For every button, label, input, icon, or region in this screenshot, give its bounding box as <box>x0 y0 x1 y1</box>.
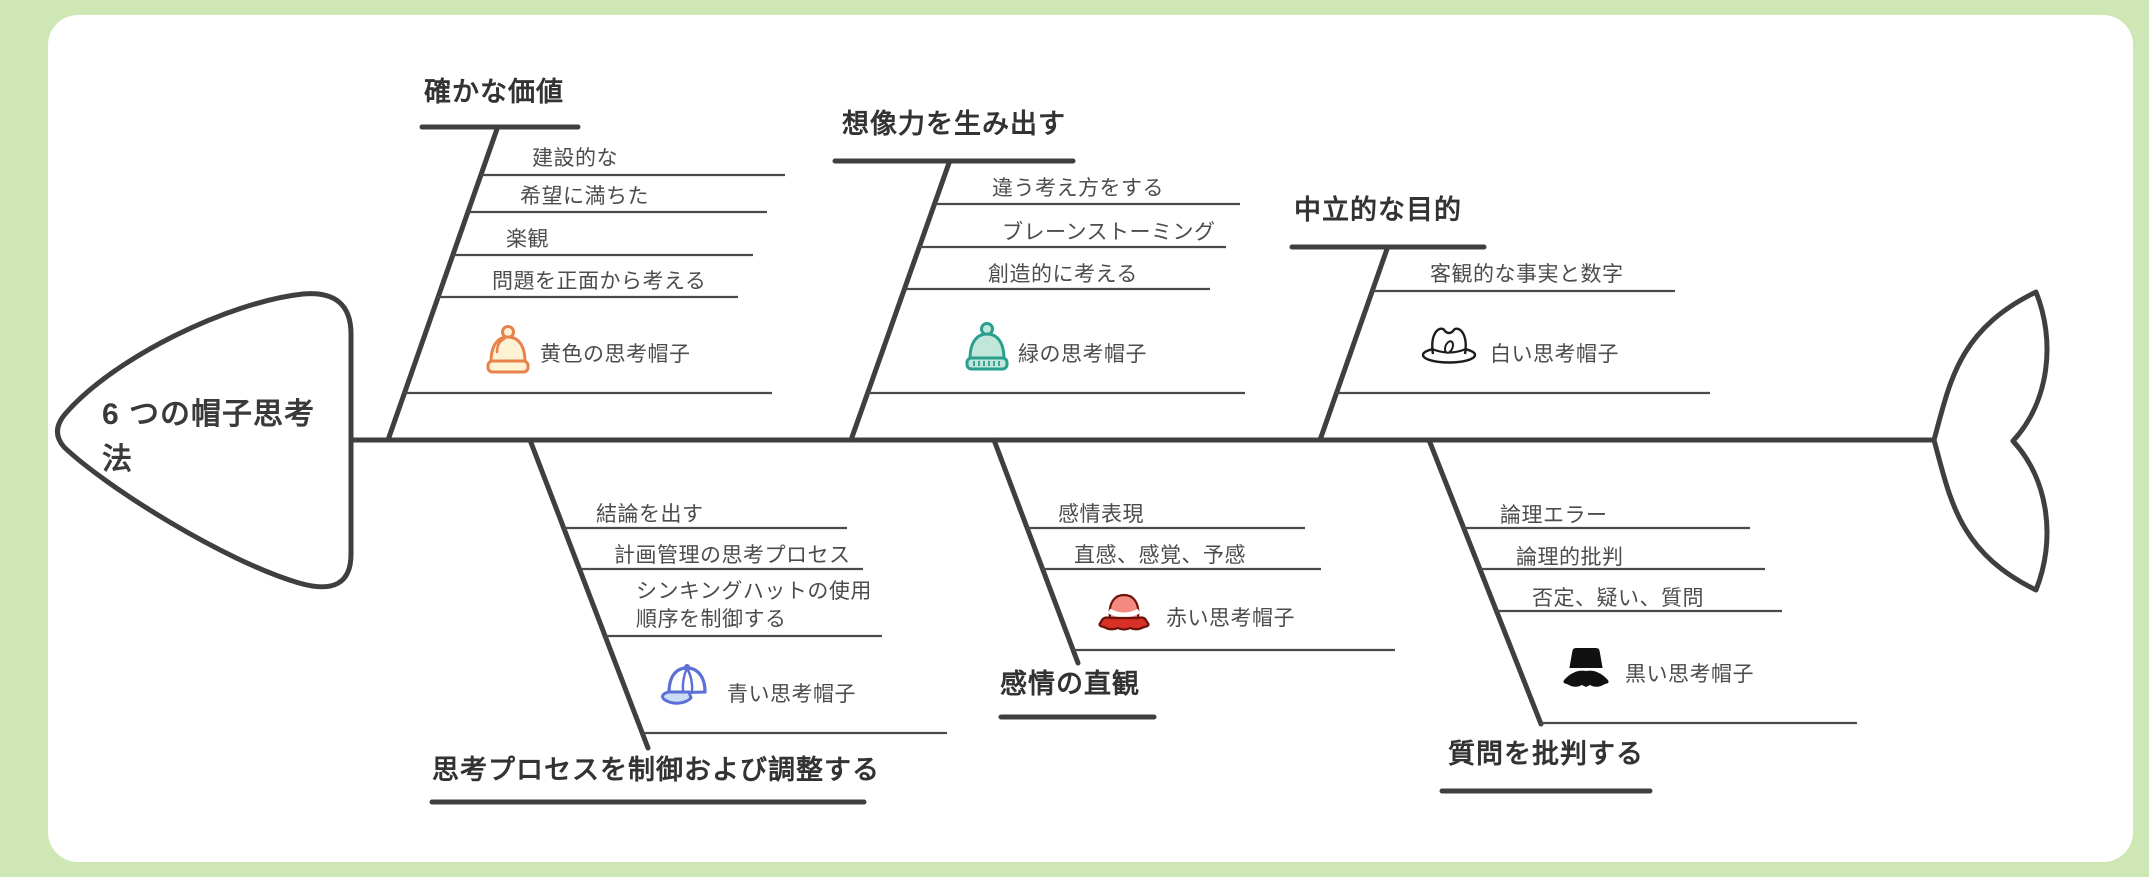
branch-item[interactable]: 創造的に考える <box>988 263 1138 286</box>
branch-item[interactable]: 客観的な事実と数字 <box>1430 263 1624 286</box>
branch-white-bone <box>1317 246 1390 443</box>
yellow-knit-hat-icon[interactable] <box>484 324 532 383</box>
branch-red-header[interactable]: 感情の直観 <box>1000 669 1140 699</box>
branch-green-hat-label[interactable]: 緑の思考帽子 <box>1018 343 1147 366</box>
branch-item[interactable]: 否定、疑い、質問 <box>1532 587 1704 610</box>
branch-yellow-hat-label[interactable]: 黄色の思考帽子 <box>540 343 691 366</box>
red-sun-hat-icon[interactable] <box>1092 590 1156 643</box>
branch-blue-bone <box>527 437 651 751</box>
branch-black-header[interactable]: 質問を批判する <box>1448 739 1644 769</box>
branch-green-bone <box>848 160 952 443</box>
branch-item[interactable]: 感情表現 <box>1058 503 1144 526</box>
branch-item[interactable]: 問題を正面から考える <box>492 270 707 293</box>
branch-white-header[interactable]: 中立的な目的 <box>1294 195 1462 225</box>
branch-item[interactable]: 建設的な <box>532 147 618 170</box>
branch-blue-hat-label[interactable]: 青い思考帽子 <box>727 683 856 706</box>
branch-item[interactable]: 論理エラー <box>1500 504 1608 527</box>
blue-cap-hat-icon[interactable] <box>658 660 714 715</box>
white-fedora-hat-icon[interactable] <box>1420 322 1478 371</box>
green-knit-hat-icon[interactable] <box>963 321 1011 380</box>
branch-item[interactable]: 楽観 <box>506 228 549 251</box>
branch-item[interactable]: 希望に満ちた <box>520 185 649 208</box>
branch-white-hat-label[interactable]: 白い思考帽子 <box>1490 343 1619 366</box>
branch-black-hat-label[interactable]: 黒い思考帽子 <box>1625 663 1754 686</box>
branch-black-bone <box>1426 437 1544 727</box>
branch-yellow-bone <box>385 126 500 443</box>
branch-red-hat-label[interactable]: 赤い思考帽子 <box>1166 607 1295 630</box>
branch-item[interactable]: 直感、感覚、予感 <box>1074 544 1246 567</box>
branch-item[interactable]: 論理的批判 <box>1516 546 1624 569</box>
black-bucket-hat-icon[interactable] <box>1556 644 1616 699</box>
branch-yellow-header[interactable]: 確かな価値 <box>424 77 564 107</box>
branch-item[interactable]: シンキングハットの使用順序を制御する <box>636 580 872 632</box>
branch-item[interactable]: ブレーンストーミング <box>1002 221 1216 244</box>
branch-item[interactable]: 違う考え方をする <box>992 177 1164 200</box>
branch-item[interactable]: 計画管理の思考プロセス <box>614 544 851 567</box>
fish-head-outline[interactable] <box>55 291 354 590</box>
branch-blue-header[interactable]: 思考プロセスを制御および調整する <box>432 755 880 785</box>
central-topic[interactable]: 6 つの帽子思考法 <box>102 398 316 476</box>
fish-tail-outline[interactable] <box>1931 289 2050 593</box>
branch-green-header[interactable]: 想像力を生み出す <box>842 109 1066 139</box>
branch-red-bone <box>991 437 1081 666</box>
branch-item[interactable]: 結論を出す <box>596 503 704 526</box>
